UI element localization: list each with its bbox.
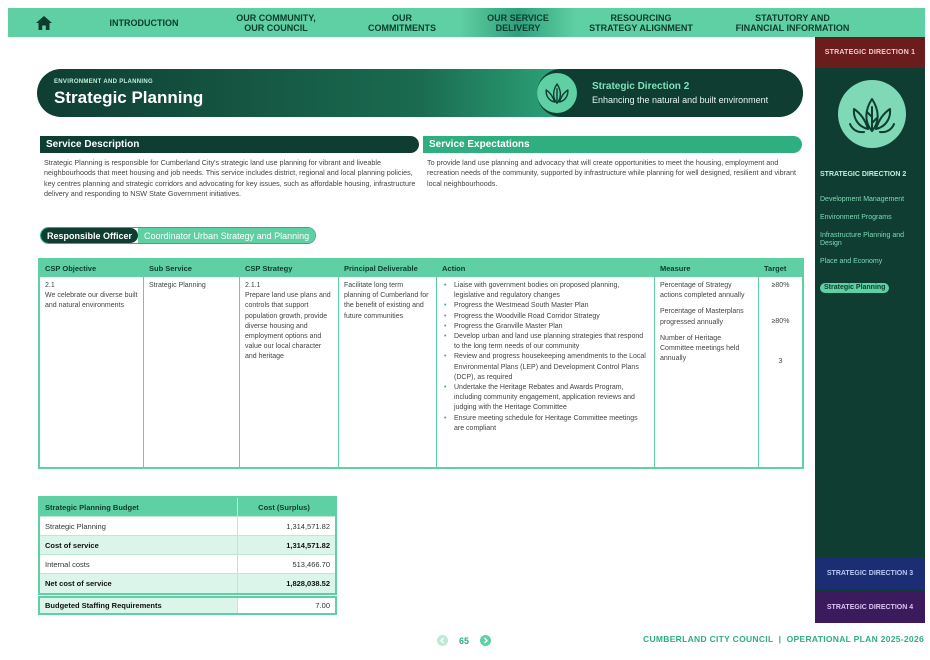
footer-title: CUMBERLAND CITY COUNCIL | OPERATIONAL PL… xyxy=(643,634,925,644)
budget-row-label: Strategic Planning xyxy=(40,517,238,535)
column-csp-strategy: CSP Strategy 2.1.1 Prepare land use plan… xyxy=(240,260,339,467)
chevron-left-icon xyxy=(440,637,444,644)
sidebar-item-strategic-planning[interactable]: Strategic Planning xyxy=(820,283,890,293)
budget-header-row: Strategic Planning Budget Cost (Surplus) xyxy=(40,498,335,517)
header-measure: Measure xyxy=(655,260,758,277)
cell-csp-strategy: 2.1.1 Prepare land use plans and control… xyxy=(245,282,331,361)
chevron-right-icon xyxy=(484,637,488,644)
cell-measures: Percentage of Strategy actions completed… xyxy=(655,277,758,374)
page-title: Strategic Planning xyxy=(54,88,204,107)
list-item: Progress the Westmead South Master Plan xyxy=(442,301,649,311)
staffing-label: Budgeted Staffing Requirements xyxy=(40,598,238,613)
target-item: 3 xyxy=(778,358,783,365)
column-csp-objective: CSP Objective 2.1 We celebrate our diver… xyxy=(40,260,144,467)
budget-row-label: Net cost of service xyxy=(40,574,238,593)
budget-row-value: 1,314,571.82 xyxy=(286,521,330,531)
service-table: CSP Objective 2.1 We celebrate our diver… xyxy=(38,258,804,469)
list-item: Ensure meeting schedule for Heritage Com… xyxy=(442,414,649,434)
budget-row-value: 1,314,571.82 xyxy=(286,540,330,550)
budget-header-label: Strategic Planning Budget xyxy=(40,498,238,516)
top-navigation: INTRODUCTION OUR COMMUNITY, OUR COUNCIL … xyxy=(8,8,925,37)
action-list: Liaise with government bodies on propose… xyxy=(437,277,654,434)
table-row: Strategic Planning 1,314,571.82 xyxy=(40,517,335,536)
target-item: ≥80% xyxy=(771,282,790,289)
list-item: Progress the Granville Master Plan xyxy=(442,322,649,332)
list-item: Liaise with government bodies on propose… xyxy=(442,281,649,301)
sidebar-item-development-management[interactable]: Development Management xyxy=(820,196,905,203)
strategic-direction-sidebar: STRATEGIC DIRECTION 1 STRATEGIC DIRECTIO… xyxy=(815,37,925,623)
header-action: Action xyxy=(437,260,654,277)
nav-our-community[interactable]: OUR COMMUNITY, OUR COUNCIL xyxy=(236,12,316,33)
header-principal-deliverable: Principal Deliverable xyxy=(339,260,436,277)
budget-row-value: 513,466.70 xyxy=(292,559,330,569)
column-principal-deliverable: Principal Deliverable Facilitate long te… xyxy=(339,260,437,467)
environment-emblem xyxy=(838,80,906,148)
responsible-officer-value: Coordinator Urban Strategy and Planning xyxy=(138,228,316,243)
service-expectations-heading: Service Expectations xyxy=(423,136,802,153)
sidebar-item-environment-programs[interactable]: Environment Programs xyxy=(820,214,892,221)
service-description-text: Strategic Planning is responsible for Cu… xyxy=(44,158,416,199)
responsible-officer: Responsible Officer Coordinator Urban St… xyxy=(40,227,317,244)
strategic-direction-2-label: STRATEGIC DIRECTION 2 xyxy=(820,171,907,178)
cell-csp-objective: 2.1 We celebrate our diverse built and n… xyxy=(45,282,138,310)
header-csp-objective: CSP Objective xyxy=(40,260,143,277)
nav-resourcing-strategy[interactable]: RESOURCING STRATEGY ALIGNMENT xyxy=(589,12,693,33)
measure-item: Percentage of Strategy actions completed… xyxy=(660,282,745,300)
banner-category: ENVIRONMENT AND PLANNING xyxy=(54,79,153,85)
header-sub-service: Sub Service xyxy=(144,260,239,277)
header-csp-strategy: CSP Strategy xyxy=(240,260,338,277)
budget-row-label: Cost of service xyxy=(40,536,238,554)
target-item: ≥80% xyxy=(771,318,790,325)
measure-item: Number of Heritage Committee meetings he… xyxy=(660,334,740,363)
column-target: Target ≥80% ≥80% 3 xyxy=(759,260,802,467)
nav-introduction[interactable]: INTRODUCTION xyxy=(109,17,179,28)
service-description-heading: Service Description xyxy=(40,136,419,153)
direction-subtitle: Enhancing the natural and built environm… xyxy=(592,95,769,105)
staffing-requirements: Budgeted Staffing Requirements 7.00 xyxy=(38,596,337,615)
measure-item: Percentage of Masterplans progressed ann… xyxy=(660,308,744,326)
column-measure: Measure Percentage of Strategy actions c… xyxy=(655,260,759,467)
page-number: 65 xyxy=(458,635,469,646)
home-icon xyxy=(36,15,52,30)
sidebar-item-infrastructure-planning[interactable]: Infrastructure Planning and Design xyxy=(820,232,905,247)
nav-statutory-financial[interactable]: STATUTORY AND FINANCIAL INFORMATION xyxy=(735,12,850,33)
service-links: Development Management Environment Progr… xyxy=(820,196,920,303)
table-row: Net cost of service 1,828,038.52 xyxy=(40,574,335,593)
nav-our-service-delivery[interactable]: OUR SERVICE DELIVERY xyxy=(460,8,576,37)
pagination: 65 xyxy=(437,635,491,646)
budget-row-label: Internal costs xyxy=(40,555,238,573)
budget-row-value: 1,828,038.52 xyxy=(286,579,330,588)
nav-our-commitments[interactable]: OUR COMMITMENTS xyxy=(368,12,436,33)
list-item: Develop urban and land use planning stra… xyxy=(442,332,649,352)
service-expectations-text: To provide land use planning and advocac… xyxy=(427,158,797,188)
column-sub-service: Sub Service Strategic Planning xyxy=(144,260,240,467)
direction-panel xyxy=(537,69,803,117)
responsible-officer-label: Responsible Officer xyxy=(41,228,139,243)
table-row: Cost of service 1,314,571.82 xyxy=(40,536,335,555)
cell-principal-deliverable: Facilitate long term planning of Cumberl… xyxy=(344,282,429,320)
strategic-direction-4-tab[interactable]: STRATEGIC DIRECTION 4 xyxy=(815,591,925,623)
list-item: Progress the Woodville Road Corridor Str… xyxy=(442,312,649,322)
leaf-icon xyxy=(545,83,569,104)
leaf-icon xyxy=(849,98,895,134)
page-banner: ENVIRONMENT AND PLANNING Strategic Plann… xyxy=(37,69,803,117)
sidebar-item-place-economy[interactable]: Place and Economy xyxy=(820,258,883,265)
budget-header-value: Cost (Surplus) xyxy=(258,502,310,512)
table-row: Internal costs 513,466.70 xyxy=(40,555,335,574)
previous-page-button[interactable] xyxy=(437,635,448,646)
strategic-direction-1-tab[interactable]: STRATEGIC DIRECTION 1 xyxy=(815,37,925,68)
budget-table: Strategic Planning Budget Cost (Surplus)… xyxy=(38,496,337,595)
column-action: Action Liaise with government bodies on … xyxy=(437,260,655,467)
header-target: Target xyxy=(759,260,802,277)
cell-targets: ≥80% ≥80% 3 xyxy=(759,277,802,371)
direction-emblem xyxy=(537,73,577,113)
home-button[interactable] xyxy=(8,8,80,37)
strategic-direction-3-tab[interactable]: STRATEGIC DIRECTION 3 xyxy=(815,557,925,589)
cell-sub-service: Strategic Planning xyxy=(149,282,206,289)
list-item: Undertake the Heritage Rebates and Award… xyxy=(442,383,649,414)
list-item: Review and progress housekeeping amendme… xyxy=(442,352,649,383)
staffing-value: 7.00 xyxy=(315,601,330,610)
direction-title: Strategic Direction 2 xyxy=(592,81,690,92)
next-page-button[interactable] xyxy=(480,635,491,646)
